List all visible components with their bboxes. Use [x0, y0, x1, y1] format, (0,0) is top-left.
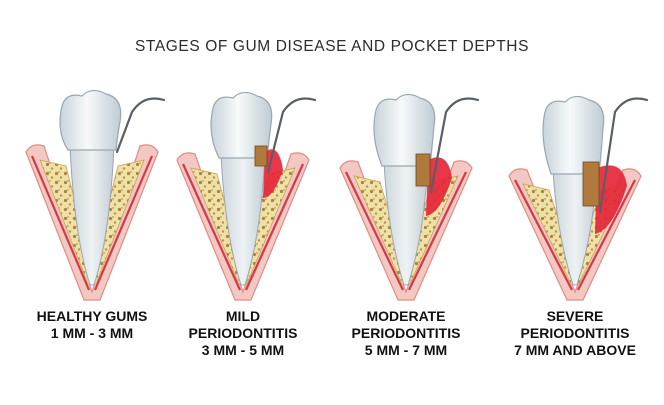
- gum-membrane: [30, 155, 154, 291]
- tooth-root: [69, 145, 115, 286]
- gum-tissue: [176, 152, 310, 301]
- tooth-crown: [373, 93, 436, 167]
- tooth-crown: [59, 89, 122, 151]
- inflamed-gum: [595, 165, 627, 234]
- stage-label-line: 3 MM - 5 MM: [201, 342, 285, 358]
- tooth-crown: [210, 91, 273, 159]
- tartar-deposit: [415, 153, 431, 187]
- tartar-deposit: [254, 145, 268, 167]
- stage-label-line: PERIODONTITIS: [188, 325, 298, 341]
- stage-1-tooth-group: [176, 91, 317, 301]
- stage-label-line: 5 MM - 7 MM: [364, 342, 448, 358]
- periodontal-probe: [115, 97, 166, 154]
- stage-2-tooth-group: [339, 93, 480, 301]
- stage-label-line: SEVERE: [546, 308, 604, 324]
- tooth-crown: [542, 95, 605, 175]
- gum-membrane: [514, 179, 636, 291]
- gum-membrane: [345, 171, 467, 291]
- tartar-deposit: [582, 161, 600, 207]
- stage-label-line: MILD: [225, 308, 261, 324]
- diagram-title: STAGES OF GUM DISEASE AND POCKET DEPTHS: [134, 38, 530, 55]
- stage-3-tooth-group: [508, 95, 649, 301]
- gum-membrane: [181, 163, 305, 291]
- periodontal-probe: [429, 97, 480, 194]
- stage-label-line: HEALTHY GUMS: [36, 308, 148, 324]
- stage-0-tooth-group: [25, 89, 166, 301]
- gum-tissue: [508, 168, 642, 301]
- gum-tissue: [339, 160, 473, 301]
- periodontal-probe: [598, 97, 649, 214]
- inflamed-gum: [426, 157, 452, 216]
- stage-label-line: 7 MM AND ABOVE: [514, 342, 636, 358]
- inflamed-gum: [263, 149, 283, 198]
- stage-label-line: PERIODONTITIS: [351, 325, 461, 341]
- tooth-root: [220, 153, 266, 286]
- stage-label-line: PERIODONTITIS: [520, 325, 630, 341]
- stage-label-line: 1 MM - 3 MM: [50, 325, 134, 341]
- gum-tissue: [25, 144, 159, 301]
- periodontal-probe: [266, 97, 317, 174]
- tooth-root: [383, 161, 429, 286]
- stage-label-line: MODERATE: [366, 308, 446, 324]
